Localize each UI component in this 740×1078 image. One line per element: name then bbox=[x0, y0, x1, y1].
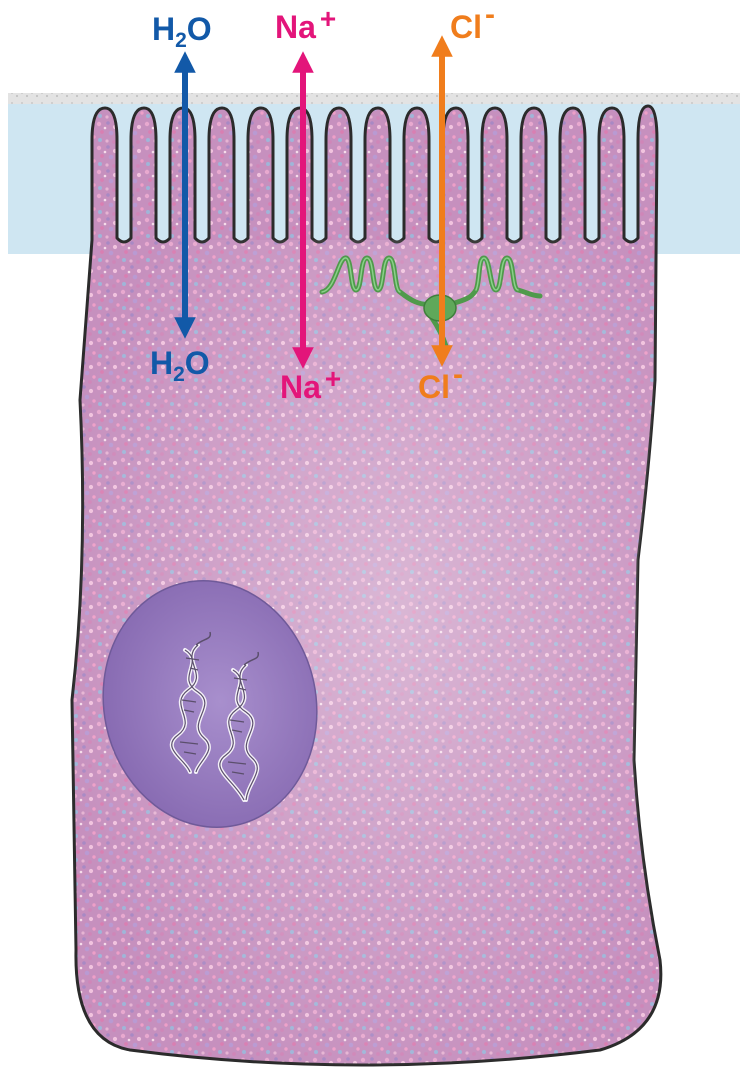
lumen-speckle-layer bbox=[8, 93, 740, 105]
sodium-label-top: Na+ bbox=[275, 3, 336, 45]
water-label-top: H2O bbox=[152, 11, 212, 52]
chloride-label-top: Cl- bbox=[450, 0, 495, 45]
